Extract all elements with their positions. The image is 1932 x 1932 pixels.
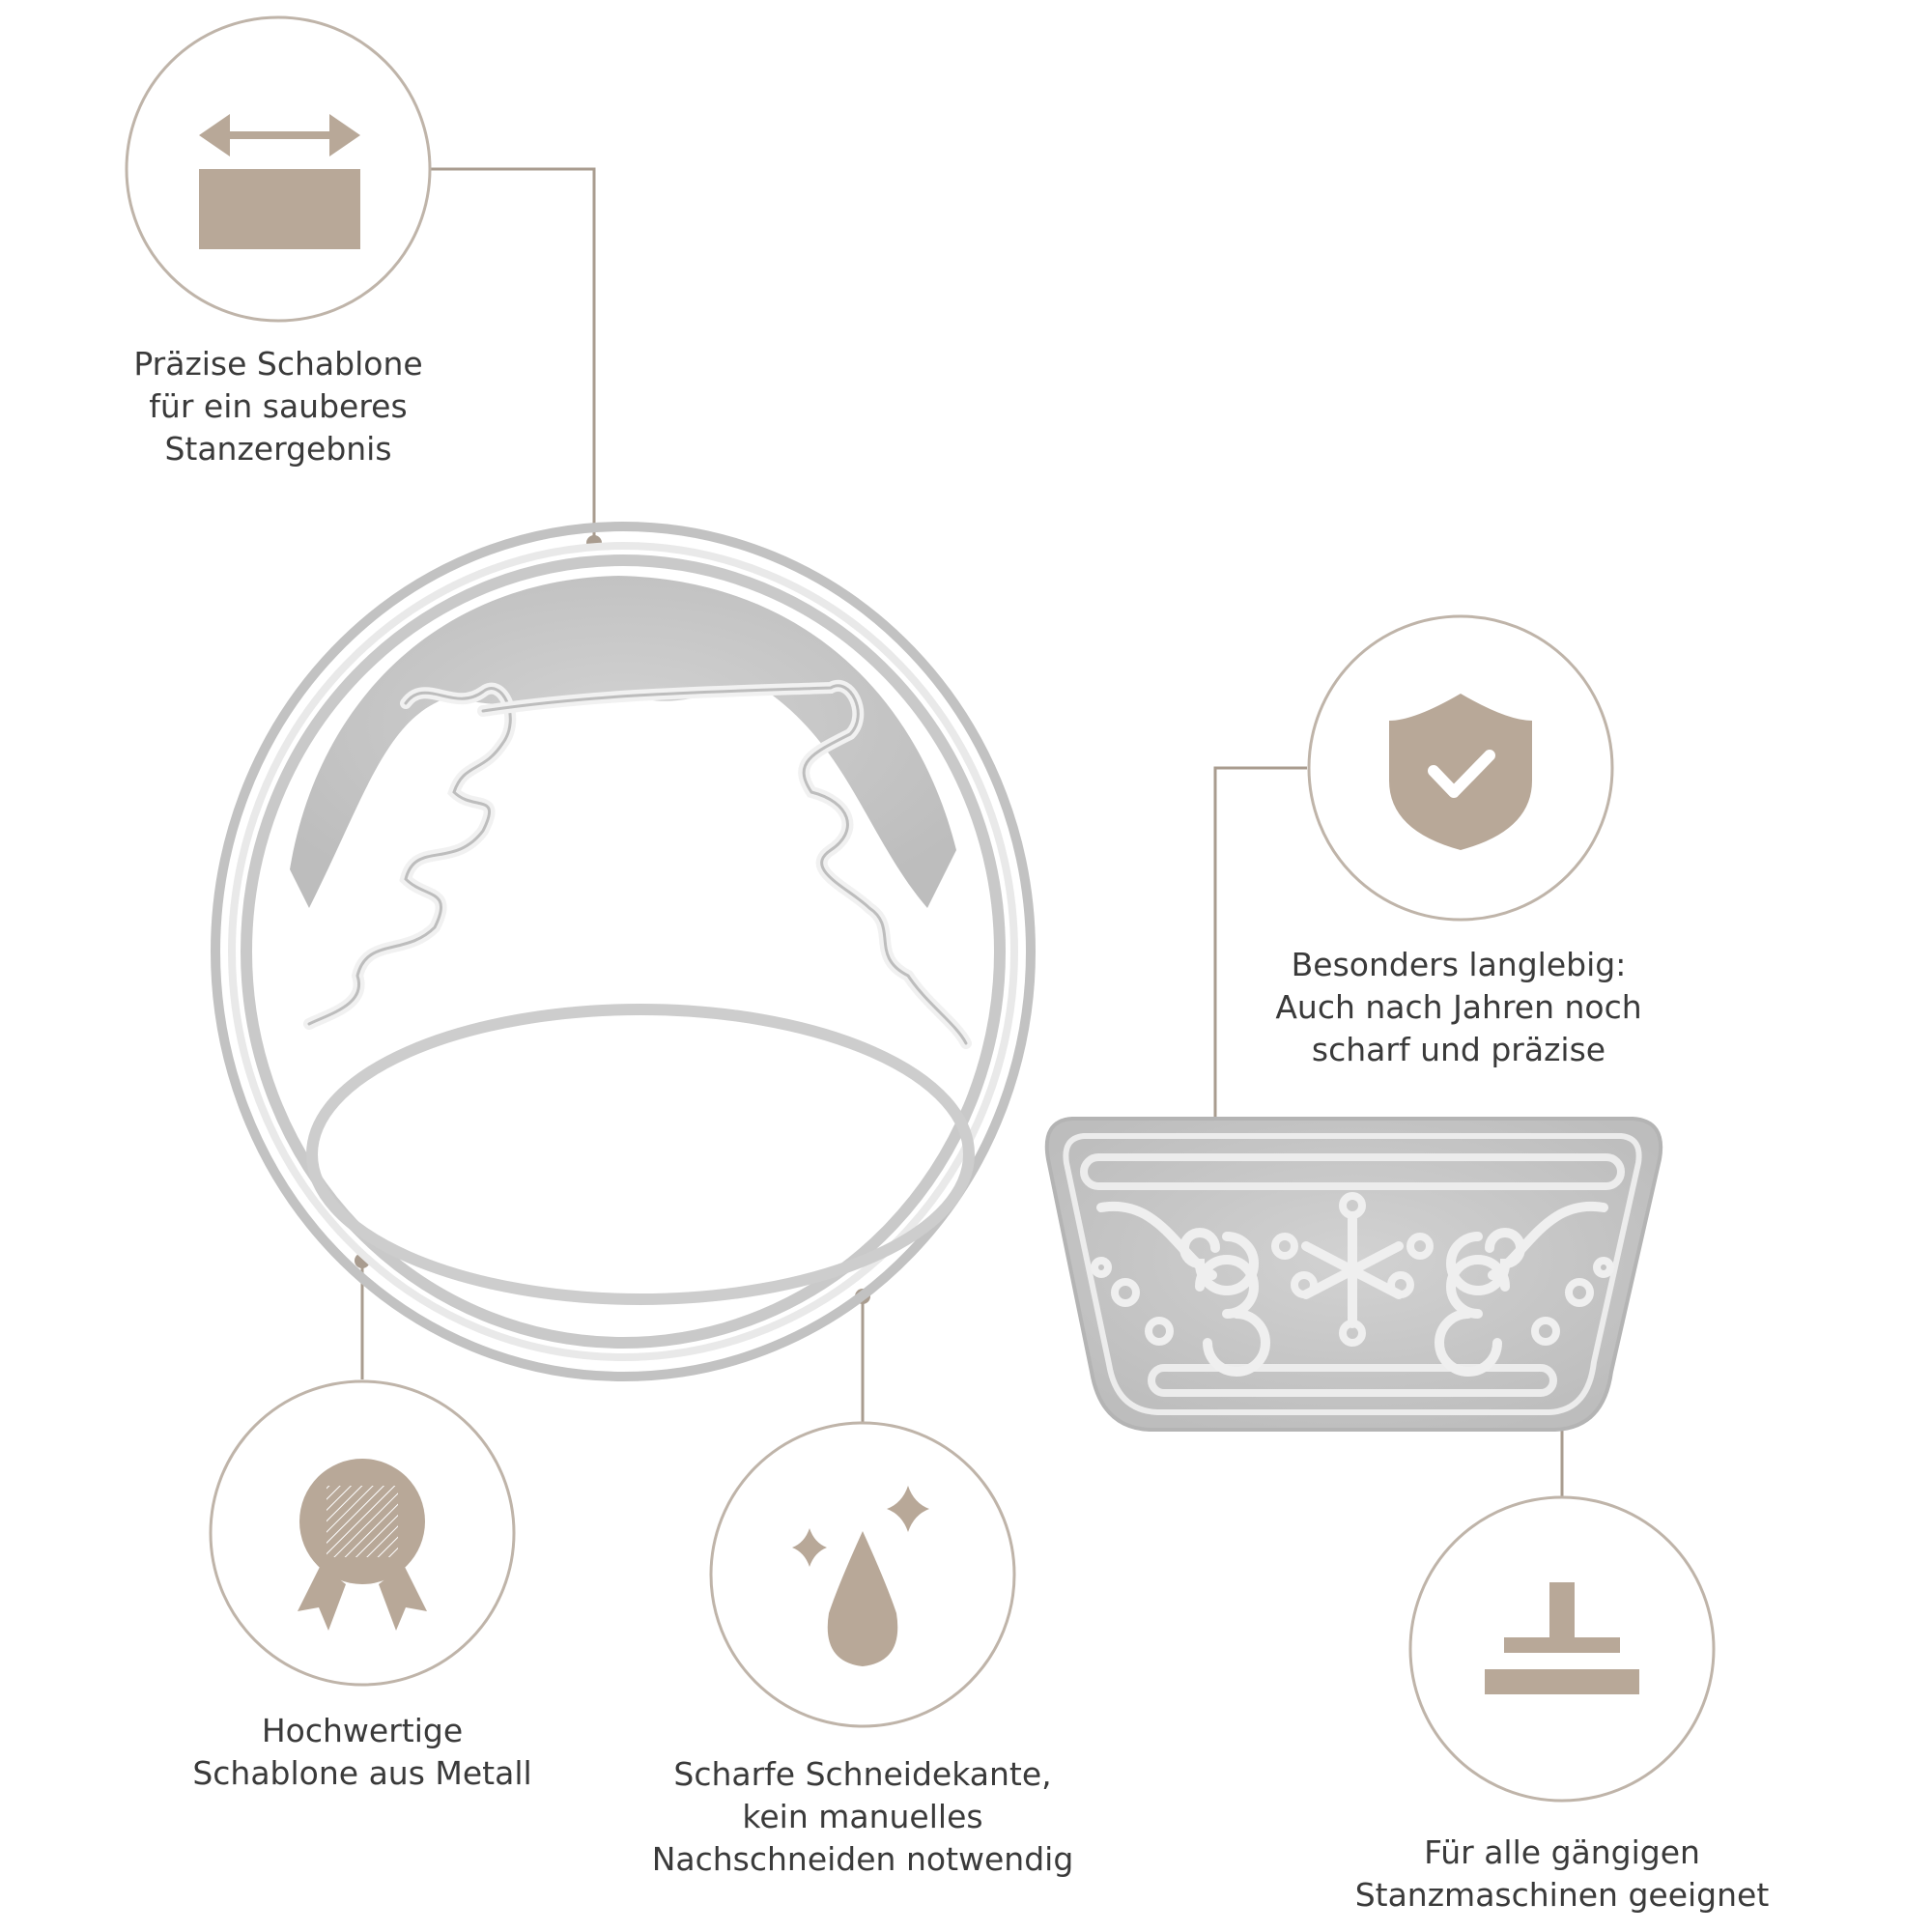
caption-line: Nachschneiden notwendig	[651, 1840, 1074, 1878]
award-badge-icon	[298, 1459, 427, 1631]
connector-durable	[1213, 766, 1307, 1130]
feature-circle-quality	[209, 1379, 516, 1687]
caption-line: Schablone aus Metall	[192, 1754, 532, 1792]
caption-line: Scharfe Schneidekante,	[673, 1755, 1052, 1793]
stamp-press-icon	[1485, 1582, 1639, 1694]
feature-circle-sharp	[709, 1421, 1016, 1728]
rectangular-metal-die	[1044, 1117, 1663, 1432]
caption-line: Präzise Schablone	[133, 345, 423, 383]
caption-line: scharf und präzise	[1311, 1031, 1606, 1068]
feature-circle-durable	[1307, 614, 1614, 922]
caption-line: Auch nach Jahren noch	[1275, 988, 1642, 1026]
caption-line: Stanzmaschinen geeignet	[1354, 1876, 1770, 1914]
caption-line: Besonders langlebig:	[1291, 946, 1627, 983]
feature-caption-machines: Für alle gängigen Stanzmaschinen geeigne…	[1330, 1832, 1794, 1917]
feature-circle-precision	[125, 15, 432, 323]
caption-line: kein manuelles	[742, 1798, 983, 1835]
feature-caption-sharp: Scharfe Schneidekante, kein manuelles Na…	[631, 1753, 1094, 1881]
sparkle-drop-icon	[792, 1486, 929, 1666]
round-metal-die	[211, 522, 1036, 1381]
shield-check-icon	[1389, 694, 1532, 850]
caption-line: Hochwertige	[261, 1712, 464, 1749]
width-arrow-rectangle-icon	[199, 114, 360, 249]
connector-precision	[430, 167, 596, 543]
caption-line: für ein sauberes	[149, 387, 408, 425]
feature-circle-machines	[1408, 1495, 1716, 1803]
feature-caption-precision: Präzise Schablone für ein sauberes Stanz…	[85, 343, 471, 470]
caption-line: Stanzergebnis	[164, 430, 392, 468]
feature-caption-quality: Hochwertige Schablone aus Metall	[150, 1710, 575, 1795]
caption-line: Für alle gängigen	[1424, 1833, 1700, 1871]
feature-caption-durable: Besonders langlebig: Auch nach Jahren no…	[1236, 944, 1681, 1071]
